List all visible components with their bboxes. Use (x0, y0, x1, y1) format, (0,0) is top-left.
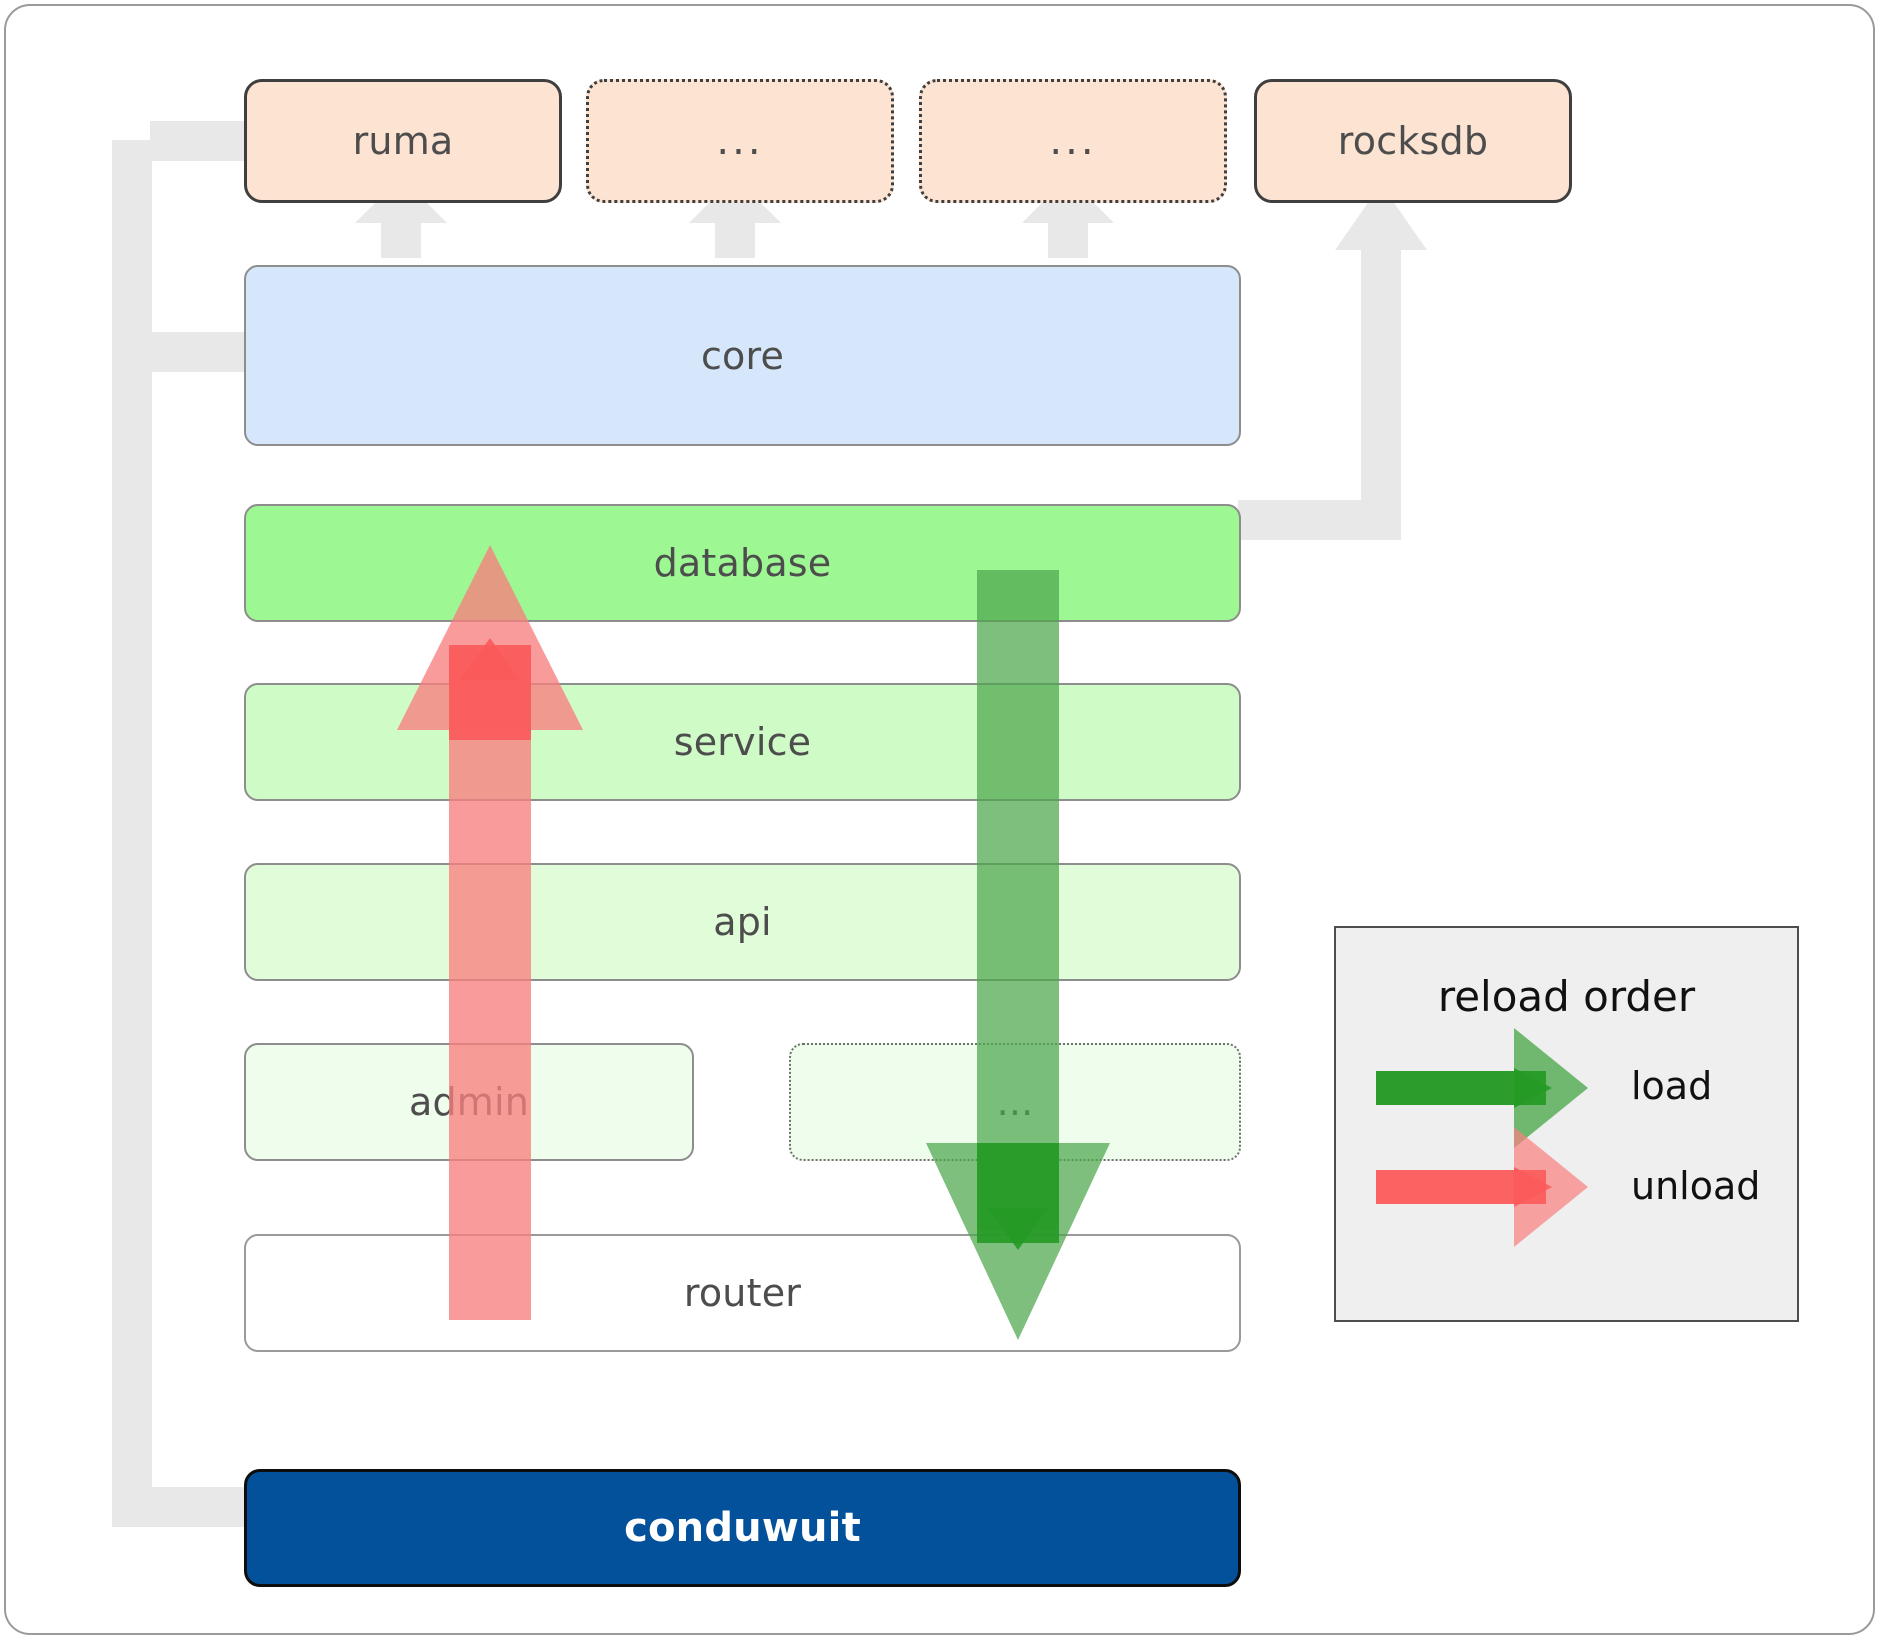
dep-label-placeholder-2: ... (1049, 118, 1097, 164)
layer-label-core: core (700, 333, 785, 378)
layer-label-admin: admin (408, 1080, 530, 1124)
layer-box-api[interactable]: api (244, 863, 1241, 981)
layer-label-router: router (683, 1271, 802, 1315)
layer-box-core[interactable]: core (244, 265, 1241, 446)
layer-box-database[interactable]: database (244, 504, 1241, 622)
layer-box-admin[interactable]: admin (244, 1043, 694, 1161)
binary-box-conduwuit[interactable]: conduwuit (244, 1469, 1241, 1587)
layer-label-placeholder: ... (996, 1080, 1034, 1124)
dep-box-placeholder-2[interactable]: ... (919, 79, 1227, 203)
layer-label-api: api (713, 900, 772, 944)
binary-label-conduwuit: conduwuit (624, 1505, 861, 1551)
legend-unload-arrow-icon (1376, 1127, 1588, 1247)
legend-panel: reload order load unload (1334, 926, 1799, 1322)
legend-arrow-glyphs (1376, 1028, 1588, 1247)
dep-label-ruma: ruma (352, 119, 454, 163)
legend-label-load: load (1631, 1064, 1713, 1108)
dep-label-rocksdb: rocksdb (1337, 119, 1489, 163)
layer-box-placeholder[interactable]: ... (789, 1043, 1241, 1161)
layer-box-service[interactable]: service (244, 683, 1241, 801)
legend-title: reload order (1437, 972, 1696, 1021)
legend-label-unload: unload (1631, 1164, 1761, 1208)
dep-box-rocksdb[interactable]: rocksdb (1254, 79, 1572, 203)
dep-box-placeholder-1[interactable]: ... (586, 79, 894, 203)
dep-label-placeholder-1: ... (716, 118, 764, 164)
legend-load-arrow-icon (1376, 1028, 1588, 1148)
dep-box-ruma[interactable]: ruma (244, 79, 562, 203)
layer-label-service: service (673, 720, 812, 764)
layer-label-database: database (653, 541, 832, 585)
layer-box-router[interactable]: router (244, 1234, 1241, 1352)
diagram-frame (4, 4, 1875, 1635)
